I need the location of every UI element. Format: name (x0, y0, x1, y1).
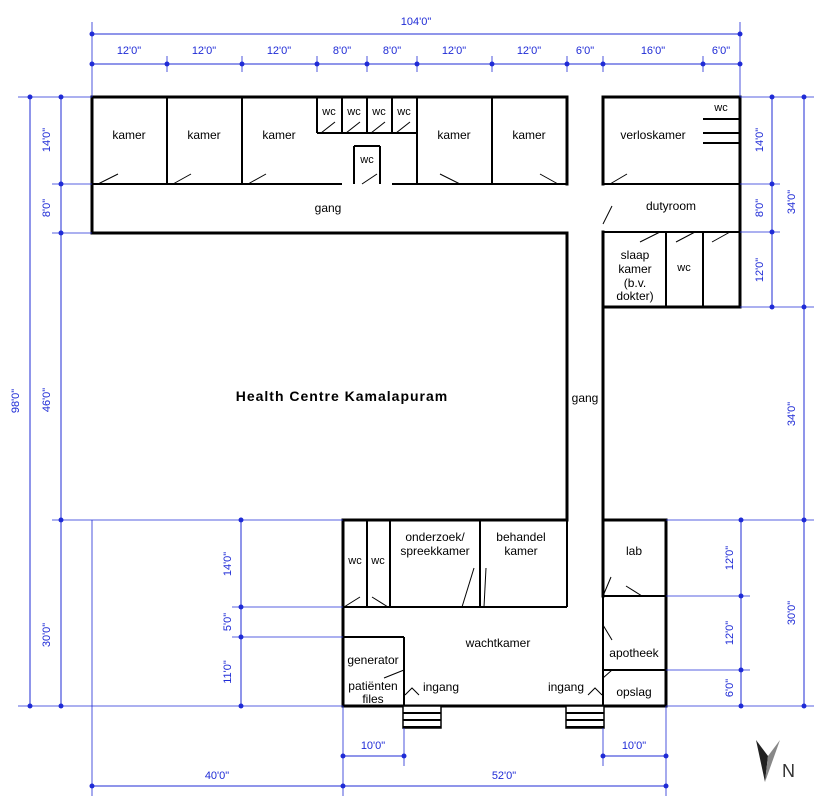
room-gang-side: gang (572, 391, 599, 405)
dim-left-inner-1: 14'0" (222, 552, 234, 576)
room-kamer-2: kamer (187, 128, 220, 142)
entrance-label-right: ingang (548, 680, 584, 694)
dim-right-outer-3: 30'0" (786, 601, 798, 625)
dim-top-seg-1: 12'0" (117, 45, 141, 57)
dim-top-seg-7: 12'0" (517, 45, 541, 57)
room-onderzoek-line-2: spreekkamer (400, 544, 469, 558)
room-wc-top-4: wc (396, 106, 411, 118)
dim-right-top-2: 8'0" (754, 199, 766, 217)
room-slaapkamer-line-4: dokter) (616, 289, 653, 303)
dim-right-bottom-1: 12'0" (724, 546, 736, 570)
north-label: N (782, 761, 795, 781)
entrance-label-left: ingang (423, 680, 459, 694)
dim-top-seg-10: 6'0" (712, 45, 730, 57)
room-behandel-line-1: behandel (496, 530, 545, 544)
entrance-steps-left (402, 705, 442, 729)
room-kamer-4: kamer (437, 128, 470, 142)
dim-top-total: 104'0" (401, 16, 432, 28)
dim-left-seg-3: 46'0" (41, 388, 53, 412)
dim-top-seg-9: 16'0" (641, 45, 665, 57)
room-lab: lab (626, 544, 642, 558)
room-apotheek: apotheek (609, 646, 659, 660)
room-verloskamer: verloskamer (620, 128, 685, 142)
plan-title: Health Centre Kamalapuram (236, 388, 449, 404)
walls (90, 95, 742, 708)
dim-top-seg-8: 6'0" (576, 45, 594, 57)
room-patienten-line-1: patiënten (348, 679, 397, 693)
room-onderzoek-line-1: onderzoek/ (405, 530, 465, 544)
dim-left-seg-2: 8'0" (41, 199, 53, 217)
room-slaapkamer-line-2: kamer (618, 262, 651, 276)
dim-top-seg-6: 12'0" (442, 45, 466, 57)
dim-top-seg-2: 12'0" (192, 45, 216, 57)
dim-left-inner-3: 11'0" (222, 660, 234, 684)
dim-right-bottom-2: 12'0" (724, 621, 736, 645)
room-wc-top-5: wc (359, 154, 374, 166)
dim-top-seg-5: 8'0" (383, 45, 401, 57)
dimension-lines (18, 22, 814, 796)
north-arrow-icon: N (756, 740, 795, 782)
room-gang-top: gang (315, 201, 342, 215)
dim-bottom-seg-1: 40'0" (205, 770, 229, 782)
dim-right-outer-1: 34'0" (786, 190, 798, 214)
interior-walls (92, 97, 740, 706)
room-kamer-1: kamer (112, 128, 145, 142)
room-slaapkamer-line-3: (b.v. (624, 276, 646, 290)
room-opslag: opslag (616, 685, 651, 699)
room-wc-top-2: wc (346, 106, 361, 118)
dim-right-outer-2: 34'0" (786, 402, 798, 426)
dim-left-inner-2: 5'0" (222, 613, 234, 631)
room-wc-slaap: wc (676, 262, 691, 274)
dim-right-bottom-3: 6'0" (724, 679, 736, 697)
room-kamer-5: kamer (512, 128, 545, 142)
dim-right-top-1: 14'0" (754, 128, 766, 152)
dimension-ticks (27, 31, 807, 789)
dimension-labels: 104'0" 12'0" 12'0" 12'0" 8'0" 8'0" 12'0"… (10, 16, 798, 782)
dim-top-seg-3: 12'0" (267, 45, 291, 57)
room-generator: generator (347, 653, 398, 667)
room-wc-bottom-1: wc (347, 555, 362, 567)
entrance-steps-right (565, 705, 605, 729)
dim-right-top-3: 12'0" (754, 258, 766, 282)
dim-bottom-inner-right: 10'0" (622, 740, 646, 752)
doors (97, 121, 731, 679)
room-labels: kamer kamer kamer wc wc wc wc wc kamer k… (112, 102, 728, 706)
room-kamer-3: kamer (262, 128, 295, 142)
room-behandel-line-2: kamer (504, 544, 537, 558)
room-wc-top-1: wc (321, 106, 336, 118)
room-wc-top-3: wc (371, 106, 386, 118)
dim-top-seg-4: 8'0" (333, 45, 351, 57)
room-patienten-line-2: files (362, 692, 383, 706)
room-wc-bottom-2: wc (370, 555, 385, 567)
dim-bottom-seg-2: 52'0" (492, 770, 516, 782)
dim-left-seg-4: 30'0" (41, 623, 53, 647)
dim-left-total: 98'0" (10, 389, 22, 413)
room-wachtkamer: wachtkamer (465, 636, 531, 650)
dim-left-seg-1: 14'0" (41, 128, 53, 152)
room-slaapkamer-line-1: slaap (621, 248, 650, 262)
entrance-arrows (404, 687, 603, 696)
room-wc-verloskamer: wc (713, 102, 728, 114)
room-dutyroom: dutyroom (646, 199, 696, 213)
dim-bottom-inner-left: 10'0" (361, 740, 385, 752)
